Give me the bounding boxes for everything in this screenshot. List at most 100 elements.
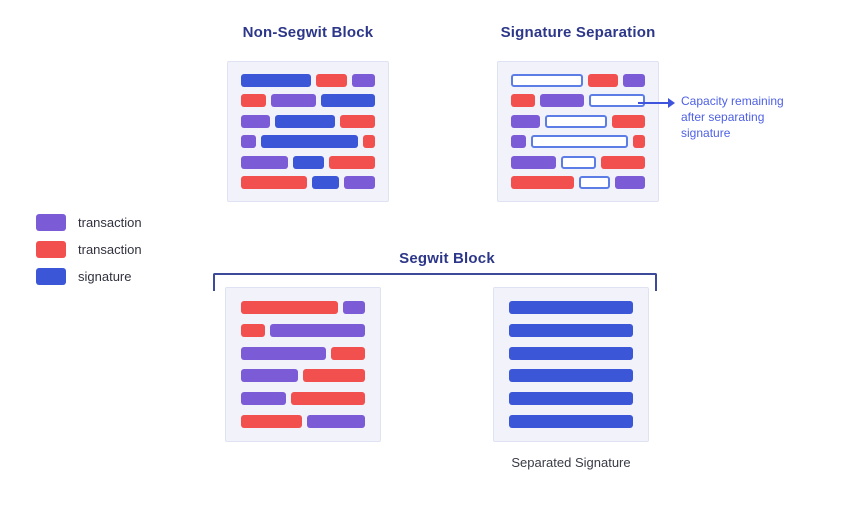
block-row (241, 392, 365, 406)
transaction-bar (241, 155, 288, 169)
block-row (509, 414, 633, 428)
block-row (511, 74, 645, 87)
legend-label: transaction (78, 215, 142, 230)
transaction-bar (329, 155, 375, 169)
transaction-bar (633, 135, 645, 149)
transaction-bar (511, 94, 536, 108)
signature-bar (261, 135, 358, 149)
transaction-bar (344, 175, 376, 189)
transaction-bar (600, 155, 645, 169)
transaction-bar (241, 175, 307, 189)
transaction-bar (241, 135, 257, 149)
transaction-bar (307, 414, 365, 428)
transaction-bar (540, 94, 584, 108)
block-row (241, 74, 375, 87)
transaction-bar (511, 114, 540, 128)
signature-bar (509, 323, 633, 337)
transaction-bar (241, 369, 299, 383)
legend-label: signature (78, 269, 132, 284)
capacity-remaining-annotation: Capacity remaining after separating sign… (681, 94, 784, 140)
capacity-remaining-bar (579, 175, 611, 189)
transaction-bar (615, 175, 645, 189)
capacity-remaining-bar (530, 135, 629, 149)
block-row (241, 369, 365, 383)
signature-bar (321, 94, 375, 108)
transaction-bar (343, 301, 365, 314)
block-row (241, 155, 375, 169)
block-row (241, 135, 375, 149)
block-row (509, 323, 633, 337)
annotation-arrow-line (638, 102, 668, 104)
transaction-bar (352, 74, 375, 87)
block-row (241, 414, 365, 428)
legend-label: transaction (78, 242, 142, 257)
blue-swatch (36, 268, 66, 285)
transaction-bar (303, 369, 365, 383)
non-segwit-block-title: Non-Segwit Block (242, 24, 374, 41)
transaction-bar (511, 135, 526, 149)
signature-bar (275, 114, 336, 128)
segwit-signatures-box (493, 287, 649, 442)
separated-signature-label: Separated Signature (511, 455, 631, 470)
transaction-bar (622, 74, 645, 87)
block-row (241, 301, 365, 314)
signature-bar (311, 175, 340, 189)
signature-bar (509, 346, 633, 360)
block-row (241, 175, 376, 189)
transaction-bar (290, 392, 365, 406)
non-segwit-block-box (227, 61, 389, 202)
transaction-bar (241, 114, 271, 128)
purple-swatch (36, 214, 66, 231)
signature-bar (509, 301, 633, 314)
block-row (241, 346, 365, 360)
transaction-bar (611, 114, 645, 128)
block-row (509, 392, 633, 406)
capacity-remaining-bar (561, 155, 596, 169)
transaction-bar (241, 301, 339, 314)
block-row (241, 94, 375, 108)
block-row (511, 175, 645, 189)
red-swatch (36, 241, 66, 258)
capacity-remaining-bar (511, 74, 583, 87)
transaction-bar (241, 414, 303, 428)
block-row (511, 114, 645, 128)
segwit-block-title: Segwit Block (399, 250, 495, 267)
transaction-bar (241, 323, 265, 337)
transaction-bar (587, 74, 618, 87)
transaction-bar (241, 346, 327, 360)
signature-bar (509, 369, 633, 383)
block-row (509, 301, 633, 314)
legend: transaction transaction signature (36, 214, 142, 285)
legend-item-transaction-red: transaction (36, 241, 142, 258)
signature-bar (241, 74, 311, 87)
signature-bar (509, 392, 633, 406)
block-row (509, 346, 633, 360)
transaction-bar (271, 94, 316, 108)
annotation-arrowhead-icon (668, 98, 675, 108)
segwit-transactions-box (225, 287, 381, 442)
legend-item-transaction-purple: transaction (36, 214, 142, 231)
signature-separation-title: Signature Separation (500, 24, 656, 41)
block-row (509, 369, 633, 383)
transaction-bar (511, 175, 575, 189)
signature-separation-box (497, 61, 659, 202)
legend-item-signature: signature (36, 268, 142, 285)
segwit-bracket (213, 273, 657, 291)
signature-bar (292, 155, 325, 169)
block-row (511, 94, 645, 108)
block-row (241, 323, 365, 337)
capacity-remaining-bar (544, 114, 607, 128)
transaction-bar (362, 135, 375, 149)
transaction-bar (241, 392, 286, 406)
transaction-bar (511, 155, 557, 169)
transaction-bar (269, 323, 365, 337)
capacity-remaining-bar (588, 94, 645, 108)
signature-bar (509, 414, 633, 428)
transaction-bar (241, 94, 266, 108)
block-row (511, 135, 645, 149)
transaction-bar (316, 74, 347, 87)
transaction-bar (340, 114, 375, 128)
transaction-bar (331, 346, 365, 360)
block-row (241, 114, 375, 128)
